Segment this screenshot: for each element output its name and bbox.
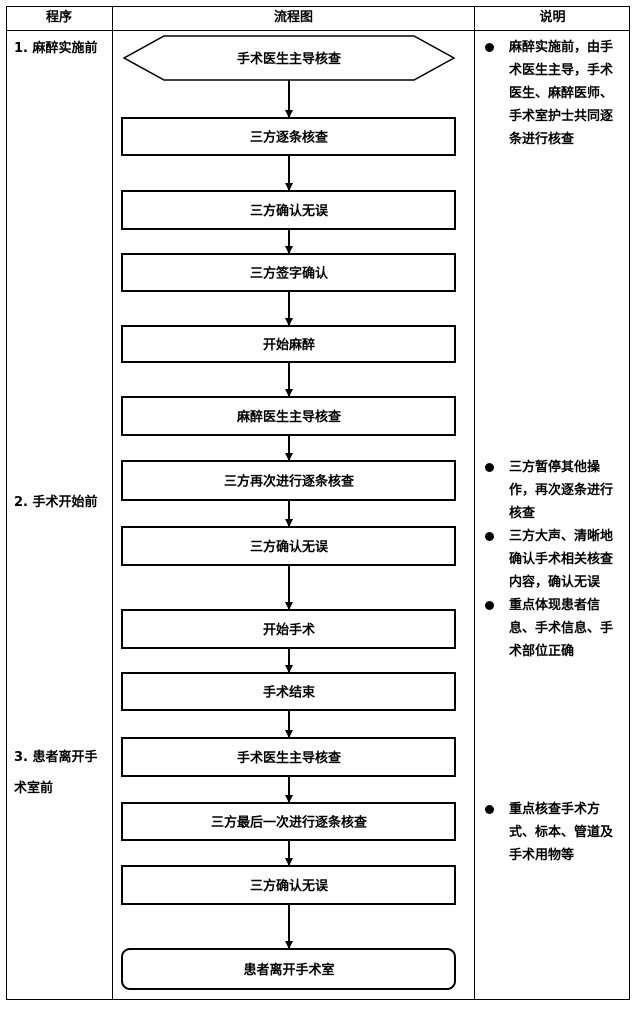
flow-node-label: 患者离开手术室	[243, 962, 334, 978]
bullet-icon	[485, 532, 494, 541]
flow-node-label: 三方逐条核查	[250, 130, 329, 146]
flow-node-n4	[121, 253, 456, 292]
flow-node-n2	[121, 117, 456, 156]
column-divider-1	[112, 6, 113, 1000]
note-item: 重点核查手术方式、标本、管道及手术用物等	[483, 798, 623, 867]
notes-group-3: 重点核查手术方式、标本、管道及手术用物等	[483, 798, 623, 867]
flow-node-label: 手术结束	[263, 685, 316, 701]
bullet-icon	[485, 463, 494, 472]
note-item: 重点体现患者信息、手术信息、手术部位正确	[483, 594, 623, 663]
flow-node-n5	[121, 325, 456, 363]
notes-group-2: 三方暂停其他操作，再次逐条进行核查 三方大声、清晰地确认手术相关核查内容，确认无…	[483, 456, 623, 663]
step-2-label: 2. 手术开始前	[14, 495, 98, 510]
note-text: 重点体现患者信息、手术信息、手术部位正确	[509, 598, 614, 659]
flow-node-n12	[121, 802, 456, 841]
flow-node-label: 三方签字确认	[250, 266, 329, 282]
flow-node-n3	[121, 190, 456, 230]
flow-node-label: 三方确认无误	[250, 539, 329, 555]
flow-node-label: 手术医生主导核查	[237, 51, 342, 67]
flow-node-label: 三方确认无误	[250, 203, 329, 219]
flow-node-n7	[121, 460, 456, 501]
flow-node-label: 麻醉医生主导核查	[236, 409, 342, 425]
step-3-label: 3. 患者离开手术室前	[14, 750, 98, 796]
note-text: 三方暂停其他操作，再次逐条进行核查	[509, 460, 614, 521]
header-procedure: 程序	[45, 10, 72, 25]
flow-node-label: 手术医生主导核查	[237, 750, 342, 766]
note-item: 三方大声、清晰地确认手术相关核查内容，确认无误	[483, 525, 623, 594]
note-item: 麻醉实施前，由手术医生主导，手术医生、麻醉医师、手术室护士共同逐条进行核查	[483, 36, 623, 151]
flow-node-n14	[121, 948, 456, 990]
flow-node-n11	[121, 737, 456, 777]
note-text: 麻醉实施前，由手术医生主导，手术医生、麻醉医师、手术室护士共同逐条进行核查	[509, 40, 614, 147]
flow-node-label: 三方最后一次进行逐条核查	[211, 815, 368, 831]
column-divider-2	[474, 6, 475, 1000]
header-flowchart: 流程图	[273, 10, 313, 25]
flow-node-label: 开始麻醉	[263, 337, 315, 353]
header-divider	[6, 30, 630, 31]
table-frame	[6, 6, 630, 1000]
notes-group-1: 麻醉实施前，由手术医生主导，手术医生、麻醉医师、手术室护士共同逐条进行核查	[483, 36, 623, 151]
step-1-label: 1. 麻醉实施前	[14, 41, 98, 56]
flow-node-n9	[121, 609, 456, 649]
note-text: 三方大声、清晰地确认手术相关核查内容，确认无误	[509, 529, 614, 590]
bullet-icon	[485, 805, 494, 814]
note-item: 三方暂停其他操作，再次逐条进行核查	[483, 456, 623, 525]
flow-node-n8	[121, 526, 456, 566]
bullet-icon	[485, 601, 494, 610]
note-text: 重点核查手术方式、标本、管道及手术用物等	[509, 802, 614, 863]
flow-node-label: 开始手术	[263, 622, 315, 638]
flow-node-label: 三方再次进行逐条核查	[224, 474, 355, 490]
flow-node-n10	[121, 672, 456, 711]
bullet-icon	[485, 43, 494, 52]
flow-node-n1	[122, 35, 456, 81]
flow-node-label: 三方确认无误	[250, 878, 329, 894]
flow-node-n13	[121, 865, 456, 905]
header-explanation: 说明	[539, 10, 566, 25]
